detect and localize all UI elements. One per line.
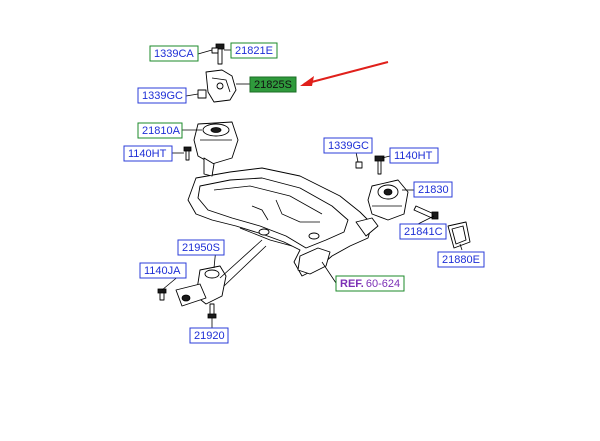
part-label-21810a[interactable]: 21810A [137,122,183,139]
highlight-arrow [300,61,389,86]
gasket-21880e [447,221,471,249]
reference-number: 60-624 [366,278,400,290]
leader-lines [161,49,463,328]
reference-label[interactable]: REF.60-624 [335,275,405,292]
part-label-21841c[interactable]: 21841C [399,223,447,240]
part-label-text: 21830 [418,184,449,196]
part-label-text: 1140HT [128,148,167,160]
part-label-1140ht-left[interactable]: 1140HT [123,145,173,162]
part-label-text: 1140JA [144,265,181,277]
part-label-21825s-highlighted[interactable]: 21825S [249,76,297,93]
part-label-21821e[interactable]: 21821E [230,42,278,59]
part-label-1140ht-right[interactable]: 1140HT [389,147,439,164]
part-label-text: 1339CA [154,48,194,60]
part-label-text: 21821E [235,45,273,57]
engine-mount-top [183,43,239,177]
part-label-text: 21920 [194,330,225,342]
transmission-mount-right [355,155,439,221]
reference-text: REF.60-624 [340,278,400,290]
part-label-21950s[interactable]: 21950S [177,239,225,256]
part-label-21880e[interactable]: 21880E [437,251,485,268]
part-label-text: 21810A [142,125,181,137]
part-label-text: 21841C [404,226,443,238]
part-label-text: 1339GC [328,140,369,152]
part-label-21920[interactable]: 21920 [189,327,229,344]
subframe [187,167,379,277]
part-label-1140ja[interactable]: 1140JA [139,262,187,279]
part-label-text: 1140HT [394,150,433,162]
part-label-1339ca[interactable]: 1339CA [149,45,199,62]
part-label-21830[interactable]: 21830 [413,181,453,198]
part-label-text: 21880E [442,254,480,266]
part-label-text: 1339GC [142,90,183,102]
part-label-1339gc-right[interactable]: 1339GC [323,137,373,154]
roll-rod-mount-lower [157,239,267,319]
part-label-1339gc-top[interactable]: 1339GC [137,87,187,104]
part-label-text: 21950S [182,242,220,254]
part-label-text: 21825S [254,79,292,91]
reference-prefix: REF. [340,278,364,290]
